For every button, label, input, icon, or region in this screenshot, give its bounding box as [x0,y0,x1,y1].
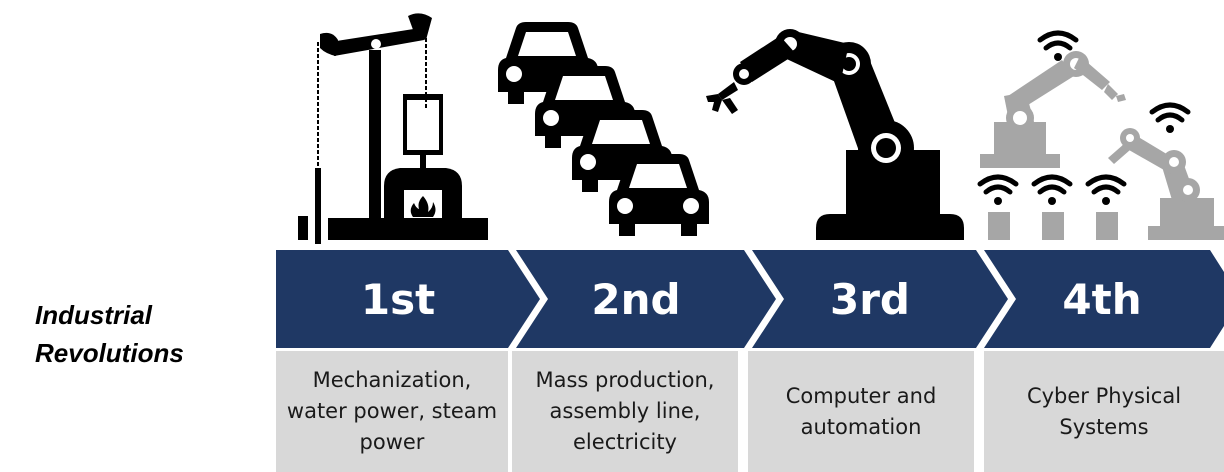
diagram-title-line-2: Revolutions [35,338,184,368]
stage-label-1: 1st [361,275,435,324]
sensor-node-1 [977,174,1019,240]
stage-1-desc-line-1: Mechanization, [312,368,472,392]
stage-description-3: Computer and automation [748,351,974,472]
diagram-title-line-1: Industrial [35,300,153,330]
stage-3-desc-line-1: Computer and [785,383,937,408]
stage-arrow-3 [752,250,1008,348]
stage-arrow-2 [516,250,776,348]
stage-1-desc-line-2: water power, steam [286,399,498,423]
stage-arrow-1 [276,250,540,348]
stage-2-desc-line-1: Mass production, [535,368,715,392]
sensor-node-2 [1031,174,1073,240]
stage-2-desc-line-3: electricity [573,430,677,454]
stage-label-3: 3rd [830,275,910,324]
stage-4-desc-line-1: Cyber Physical [1026,383,1182,408]
diagram-title: Industrial Revolutions [35,296,184,372]
connected-robots-wifi-icon [977,30,1224,240]
stage-2-desc-line-2: assembly line, [549,399,701,423]
sensor-node-3 [1085,174,1127,240]
stage-label-4: 4th [1062,275,1141,324]
stage-3-desc-line-2: automation [800,414,922,439]
steam-engine-pump-icon [298,13,488,244]
robot-arm-icon [706,29,964,240]
stage-description-1: Mechanization, water power, steam power [276,351,508,472]
assembly-line-cars-icon [498,22,709,236]
stage-description-2: Mass production, assembly line, electric… [512,351,738,472]
stage-4-desc-line-2: Systems [1059,414,1149,439]
stage-1-desc-line-3: power [359,430,425,454]
stage-arrow-band: 1st 2nd 3rd 4th [276,250,1224,348]
stage-arrow-4 [984,250,1224,348]
stage-label-2: 2nd [591,275,680,324]
stage-description-4: Cyber Physical Systems [984,351,1224,472]
